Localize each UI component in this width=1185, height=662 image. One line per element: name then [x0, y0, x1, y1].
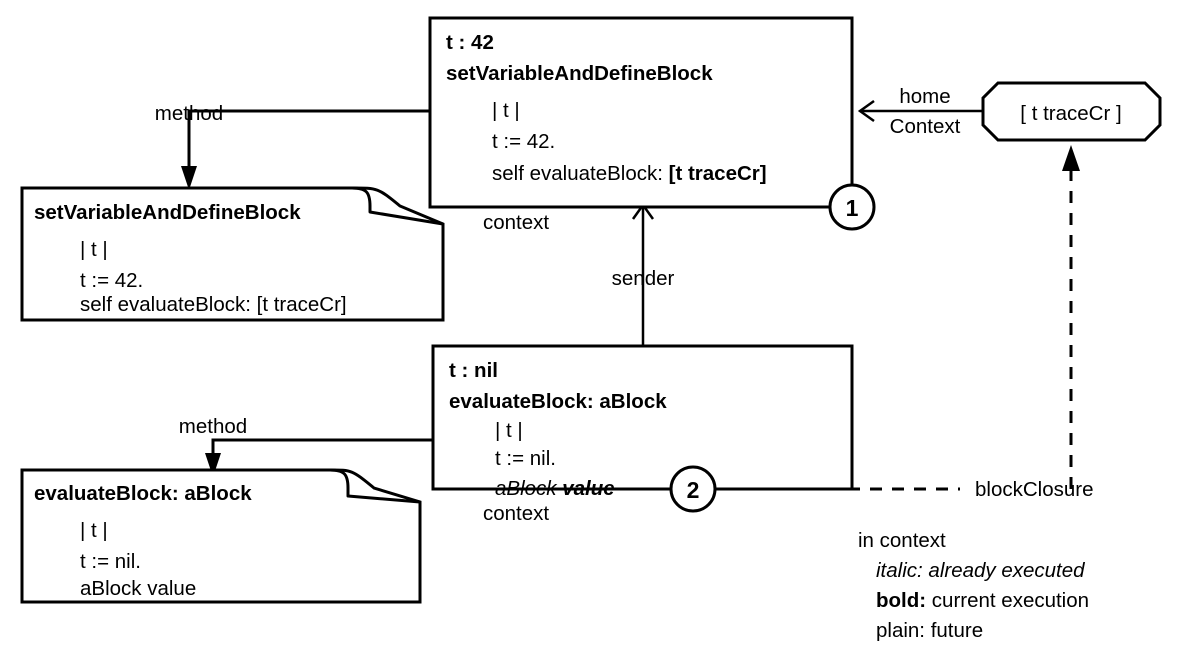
context-1-selector: setVariableAndDefineBlock: [446, 62, 713, 85]
method-1-body-line-0: | t |: [80, 238, 108, 261]
method-1-body-line-1: t := 42.: [80, 269, 143, 292]
legend-item-italic-desc: already executed: [923, 559, 1085, 582]
context-2-body-line-2-bolditalic: value: [562, 477, 614, 500]
context-2-body-line-0: | t |: [495, 419, 523, 442]
legend-item-plain: plain: future: [876, 619, 983, 642]
method-1-body-line-2: self evaluateBlock: [t traceCr]: [80, 293, 347, 316]
method-label-top: method: [155, 102, 223, 125]
home-context-connector: [857, 99, 983, 123]
context-2-body-line-2-italic: aBlock: [495, 477, 562, 500]
context-2-receiver: t : nil: [449, 359, 498, 382]
method-2-selector: evaluateBlock: aBlock: [34, 482, 252, 505]
method-connector-top: [181, 109, 430, 190]
sender-label: sender: [612, 267, 675, 290]
context-1-body-line-1: t := 42.: [492, 130, 555, 153]
legend-item-bold-desc: current execution: [926, 589, 1089, 612]
method-2-body-line-1: t := nil.: [80, 550, 141, 573]
home-context-label-line1: home: [899, 85, 950, 108]
legend-heading: in context: [858, 529, 946, 552]
block-closure-shape[interactable]: [ t traceCr ]: [981, 81, 1162, 142]
home-context-label-line2: Context: [890, 115, 961, 138]
context-2-marker-label: 2: [687, 477, 700, 503]
block-closure-label: [ t traceCr ]: [1020, 102, 1121, 125]
context-1-marker: 1: [828, 183, 876, 231]
legend-item-bold: bold: current execution: [876, 589, 1089, 612]
legend-item-bold-term: bold:: [876, 589, 926, 612]
context-1-body-line-2-bold: [t traceCr]: [669, 162, 767, 185]
legend: in context italic: already executed bold…: [858, 529, 1089, 642]
context-2-caption: context: [483, 502, 549, 525]
context-1-body-line-0: | t |: [492, 99, 520, 122]
context-1-body-line-2-plain: self evaluateBlock:: [492, 162, 669, 185]
legend-item-plain-term: plain:: [876, 619, 925, 642]
context-box-1[interactable]: t : 42 setVariableAndDefineBlock | t | t…: [428, 16, 854, 209]
legend-item-plain-desc: future: [925, 619, 983, 642]
context-1-marker-label: 1: [846, 195, 859, 221]
legend-item-italic-term: italic:: [876, 559, 923, 582]
context-2-marker: 2: [669, 465, 717, 513]
method-2-body-line-2: aBlock value: [80, 577, 196, 600]
method-2-body-line-0: | t |: [80, 519, 108, 542]
method-connector-bottom: [205, 438, 433, 477]
legend-item-italic: italic: already executed: [876, 559, 1085, 582]
method-1-selector: setVariableAndDefineBlock: [34, 201, 301, 224]
method-box-2[interactable]: evaluateBlock: aBlock | t | t := nil. aB…: [20, 468, 422, 604]
context-1-receiver: t : 42: [446, 31, 494, 54]
context-1-body-line-2: self evaluateBlock: [t traceCr]: [492, 162, 767, 185]
context-1-caption: context: [483, 211, 549, 234]
method-label-bottom: method: [179, 415, 247, 438]
context-2-selector: evaluateBlock: aBlock: [449, 390, 667, 413]
context-2-body-line-1: t := nil.: [495, 447, 556, 470]
method-box-1[interactable]: setVariableAndDefineBlock | t | t := 42.…: [20, 186, 445, 322]
context-box-2[interactable]: t : nil evaluateBlock: aBlock | t | t :=…: [431, 344, 854, 500]
block-closure-ref-label: blockClosure: [975, 478, 1094, 501]
context-2-body-line-2: aBlock value: [495, 477, 615, 500]
